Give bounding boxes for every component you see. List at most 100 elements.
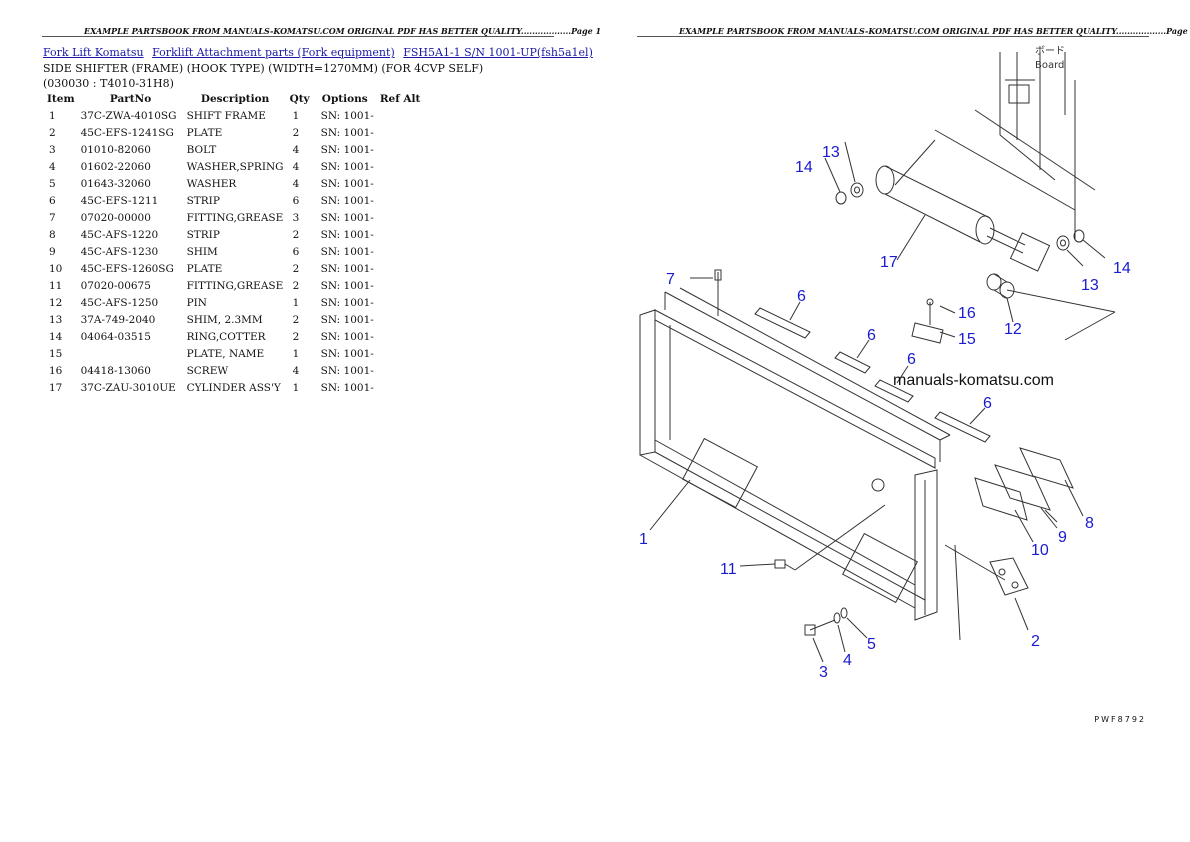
breadcrumb: Fork Lift Komatsu Forklift Attachment pa… [43,46,598,59]
cell-options: SN: 1001- [320,194,374,207]
table-row: 6 45C-EFS-1211 STRIP 6 SN: 1001- [44,192,423,209]
cell-ref-alt [377,311,424,328]
cell-options: SN: 1001- [320,228,374,241]
cell-item: 16 [49,364,63,377]
cell-options: SN: 1001- [320,245,374,258]
header-rule [42,36,554,37]
cell-description: FITTING,GREASE [186,279,284,292]
cell-options: SN: 1001- [320,109,374,122]
callout-14-right: 14 [1113,260,1131,277]
cell-description: SHIM, 2.3MM [186,313,263,326]
callout-10: 10 [1031,542,1049,559]
cell-options: SN: 1001- [320,381,374,394]
cell-ref-alt [377,209,424,226]
callout-6-d: 6 [983,395,992,412]
cell-partno: 45C-AFS-1230 [80,245,159,258]
breadcrumb-link-fork-lift[interactable]: Fork Lift Komatsu [43,46,144,59]
cell-options: SN: 1001- [320,160,374,173]
col-partno: PartNo [109,92,152,105]
cell-partno: 45C-EFS-1211 [80,194,159,207]
cell-qty: 2 [292,228,300,241]
cell-qty: 1 [292,109,300,122]
callout-6-b: 6 [867,327,876,344]
cell-description: RING,COTTER [186,330,266,343]
cell-description: WASHER,SPRING [186,160,284,173]
diagram-page: EXAMPLE PARTSBOOK FROM MANUALS-KOMATSU.C… [595,0,1190,842]
cell-partno: 37A-749-2040 [80,313,156,326]
cell-description: PIN [186,296,207,309]
cell-partno: 04064-03515 [80,330,151,343]
callout-12: 12 [1004,321,1022,338]
shift-frame-drawing [639,287,951,621]
cell-qty: 6 [292,194,300,207]
cell-partno: 01010-82060 [80,143,151,156]
cell-ref-alt [377,141,424,158]
cell-options: SN: 1001- [320,143,374,156]
cell-qty: 4 [292,143,300,156]
col-ref-alt: Ref Alt [379,92,421,105]
cell-description: PLATE [186,126,223,139]
cell-ref-alt [377,345,424,362]
breadcrumb-link-attachment[interactable]: Forklift Attachment parts (Fork equipmen… [152,46,395,59]
cell-description: PLATE [186,262,223,275]
cell-item: 7 [49,211,56,224]
cell-qty: 2 [292,313,300,326]
parts-table: Item PartNo Description Qty Options Ref … [44,90,423,396]
cell-ref-alt [377,107,424,124]
cell-description: SHIM [186,245,218,258]
cell-ref-alt [377,192,424,209]
cell-ref-alt [377,379,424,396]
cell-qty: 1 [292,381,300,394]
cell-description: STRIP [186,228,220,241]
cell-partno: 07020-00675 [80,279,151,292]
cell-ref-alt [377,243,424,260]
cell-options: SN: 1001- [320,296,374,309]
breadcrumb-link-model[interactable]: FSH5A1-1 S/N 1001-UP(fsh5a1el) [403,46,593,59]
cell-options: SN: 1001- [320,330,374,343]
cell-qty: 4 [292,160,300,173]
cell-ref-alt [377,277,424,294]
col-item: Item [47,92,75,105]
cell-partno: 45C-EFS-1241SG [80,126,174,139]
cell-ref-alt [377,362,424,379]
cell-options: SN: 1001- [320,177,374,190]
cell-description: SHIFT FRAME [186,109,266,122]
cell-item: 14 [49,330,63,343]
cell-ref-alt [377,328,424,345]
page-header-2: EXAMPLE PARTSBOOK FROM MANUALS-KOMATSU.C… [679,26,1190,36]
cell-item: 3 [49,143,56,156]
cell-options: SN: 1001- [320,211,374,224]
section-title: SIDE SHIFTER (FRAME) (HOOK TYPE) (WIDTH=… [43,62,484,90]
cell-item: 9 [49,245,56,258]
cylinder-drawing [875,109,1096,272]
callout-13-left: 13 [822,144,840,161]
cell-ref-alt [377,260,424,277]
table-row: 14 04064-03515 RING,COTTER 2 SN: 1001- [44,328,423,345]
cell-partno: 45C-AFS-1250 [80,296,159,309]
cell-description: STRIP [186,194,220,207]
cell-item: 10 [49,262,63,275]
cell-ref-alt [377,294,424,311]
cell-options: SN: 1001- [320,262,374,275]
cell-qty: 1 [292,296,300,309]
callout-11: 11 [720,561,737,578]
cell-options: SN: 1001- [320,313,374,326]
cell-qty: 2 [292,126,300,139]
cell-partno: 45C-AFS-1220 [80,228,159,241]
cell-qty: 2 [292,330,300,343]
cell-partno: 37C-ZWA-4010SG [80,109,177,122]
cell-item: 6 [49,194,56,207]
cell-qty: 4 [292,177,300,190]
cell-item: 17 [49,381,63,394]
board-label-jp: ボード [1035,45,1065,57]
cell-qty: 4 [292,364,300,377]
